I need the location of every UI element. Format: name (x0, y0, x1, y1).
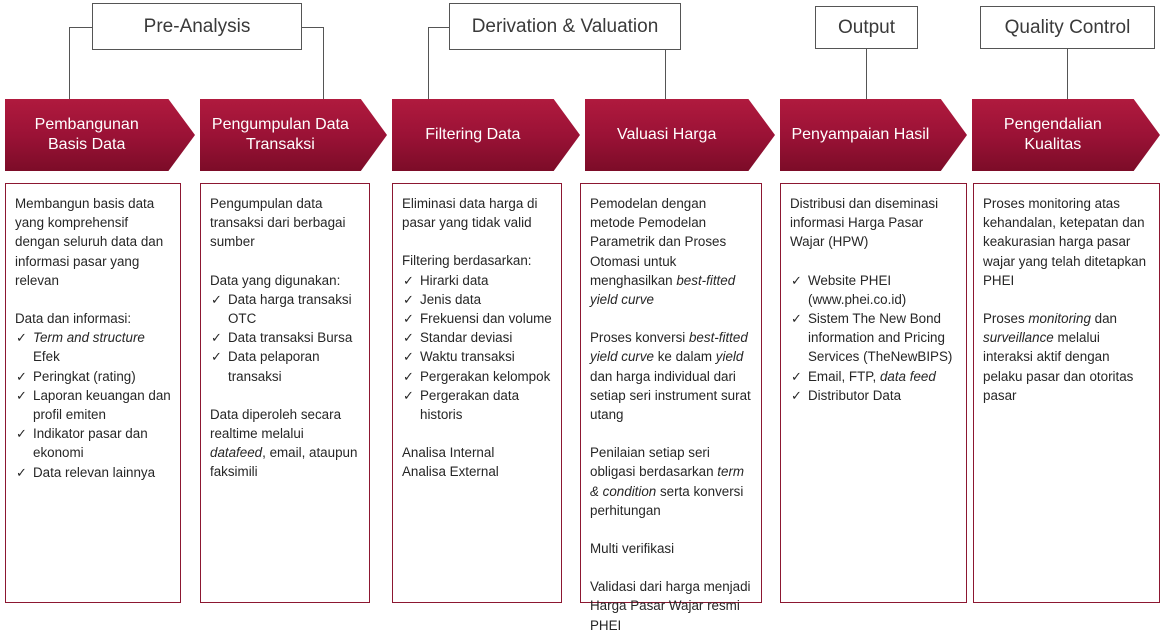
card-intro: Distribusi dan diseminasi informasi Harg… (790, 196, 939, 250)
phase-output: Output (815, 6, 918, 49)
check-icon: ✓ (403, 291, 414, 307)
check-icon: ✓ (403, 349, 414, 365)
analysis-external: Analisa External (402, 464, 499, 480)
card-intro: Eliminasi data harga di pasar yang tidak… (402, 196, 538, 231)
check-icon: ✓ (211, 291, 222, 307)
check-icon: ✓ (403, 330, 414, 346)
checklist-item: ✓Peringkat (rating) (15, 367, 172, 386)
step-arrow-pengumpulan: Pengumpulan Data Transaksi (200, 99, 387, 171)
checklist-item: ✓Website PHEI (www.phei.co.id) (791, 272, 907, 307)
check-icon: ✓ (791, 368, 802, 384)
valuasi-paragraph-1: Pemodelan dengan metode Pemodelan Parame… (590, 196, 736, 308)
card-source-note: Data diperoleh secara realtime melalui d… (210, 406, 358, 480)
checklist-item: ✓Waktu transaksi (402, 347, 553, 366)
check-icon: ✓ (16, 426, 27, 442)
valuasi-paragraph-4: Multi verifikasi (590, 541, 675, 557)
valuasi-paragraph-2: Proses konversi best-fitted yield curve … (590, 330, 751, 423)
checklist-item: ✓Pergerakan kelompok (402, 367, 553, 386)
card-heading: Data yang digunakan: (210, 272, 341, 288)
phase-quality-control: Quality Control (980, 6, 1155, 49)
step-arrow-penyampaian: Penyampaian Hasil (780, 99, 967, 171)
check-icon: ✓ (791, 387, 802, 403)
step-label: Pengumpulan Data Transaksi (211, 116, 349, 153)
step-arrow-pembangunan: Pembangunan Basis Data (5, 99, 195, 171)
checklist-item: ✓Data harga transaksi OTC (211, 291, 352, 327)
check-icon: ✓ (791, 311, 802, 327)
pengendalian-paragraph-1: Proses monitoring atas kehandalan, ketep… (983, 196, 1147, 288)
valuasi-paragraph-5: Validasi dari harga menjadi Harga Pasar … (590, 579, 751, 633)
checklist-item: ✓Jenis data (402, 290, 553, 309)
check-icon: ✓ (403, 368, 414, 384)
check-icon: ✓ (16, 464, 27, 480)
step-label: Filtering Data (425, 126, 521, 143)
checklist-item: ✓Laporan keuangan dan profil emiten (16, 387, 171, 423)
check-icon: ✓ (211, 349, 222, 365)
card-heading: Data dan informasi: (15, 311, 132, 327)
check-icon: ✓ (211, 330, 222, 346)
step-arrow-pengendalian: Pengendalian Kualitas (972, 99, 1160, 171)
pengendalian-paragraph-2: Proses monitoring dan surveillance melal… (983, 311, 1134, 403)
checklist-item: ✓Distributor Data (790, 386, 958, 405)
checklist-item: ✓Standar deviasi (402, 328, 553, 347)
output-bracket (866, 27, 867, 100)
card-penyampaian-hasil: Distribusi dan diseminasi informasi Harg… (780, 183, 967, 603)
card-pengendalian-kualitas: Proses monitoring atas kehandalan, ketep… (973, 183, 1160, 603)
step-label: Penyampaian Hasil (791, 126, 930, 143)
check-icon: ✓ (791, 272, 802, 288)
card-filtering-data: Eliminasi data harga di pasar yang tidak… (392, 183, 562, 603)
checklist-item: ✓Data transaksi Bursa (210, 328, 361, 347)
checklist-item: ✓Hirarki data (402, 271, 553, 290)
checklist-item: ✓Data pelaporan transaksi (211, 349, 320, 384)
check-icon: ✓ (403, 387, 414, 403)
check-icon: ✓ (16, 368, 27, 384)
card-pembangunan-basis-data: Membangun basis data yang komprehensif d… (5, 183, 181, 603)
step-label: Pengendalian Kualitas (1003, 116, 1102, 153)
checklist-item: ✓Indikator pasar dan ekonomi (16, 426, 148, 461)
checklist-item: ✓Data relevan lainnya (15, 463, 172, 482)
card-valuasi-harga: Pemodelan dengan metode Pemodelan Parame… (580, 183, 762, 633)
card-heading: Filtering berdasarkan: (402, 253, 532, 269)
check-icon: ✓ (403, 311, 414, 327)
step-label: Valuasi Harga (617, 126, 717, 143)
checklist-item: ✓Sistem The New Bond information and Pri… (791, 311, 953, 365)
step-arrow-filtering: Filtering Data (392, 99, 580, 171)
check-icon: ✓ (403, 272, 414, 288)
step-arrow-valuasi: Valuasi Harga (585, 99, 775, 171)
check-icon: ✓ (16, 330, 27, 346)
checklist-item: ✓Email, FTP, data feed (790, 367, 958, 386)
checklist-item: ✓Term and structure Efek (16, 330, 145, 365)
card-intro: Pengumpulan data transaksi dari berbagai… (210, 196, 346, 250)
analysis-internal: Analisa Internal (402, 445, 495, 461)
card-intro: Membangun basis data yang komprehensif d… (15, 196, 164, 288)
step-label: Pembangunan Basis Data (34, 116, 139, 153)
check-icon: ✓ (16, 387, 27, 403)
phase-pre-analysis: Pre-Analysis (92, 3, 302, 50)
phase-derivation-valuation: Derivation & Valuation (449, 3, 681, 50)
checklist-item: ✓Pergerakan data historis (403, 387, 520, 423)
checklist-item: ✓Frekuensi dan volume (402, 309, 553, 328)
card-pengumpulan-data: Pengumpulan data transaksi dari berbagai… (200, 183, 370, 603)
valuasi-paragraph-3: Penilaian setiap seri obligasi berdasark… (590, 445, 745, 518)
quality-control-bracket (1067, 27, 1068, 100)
